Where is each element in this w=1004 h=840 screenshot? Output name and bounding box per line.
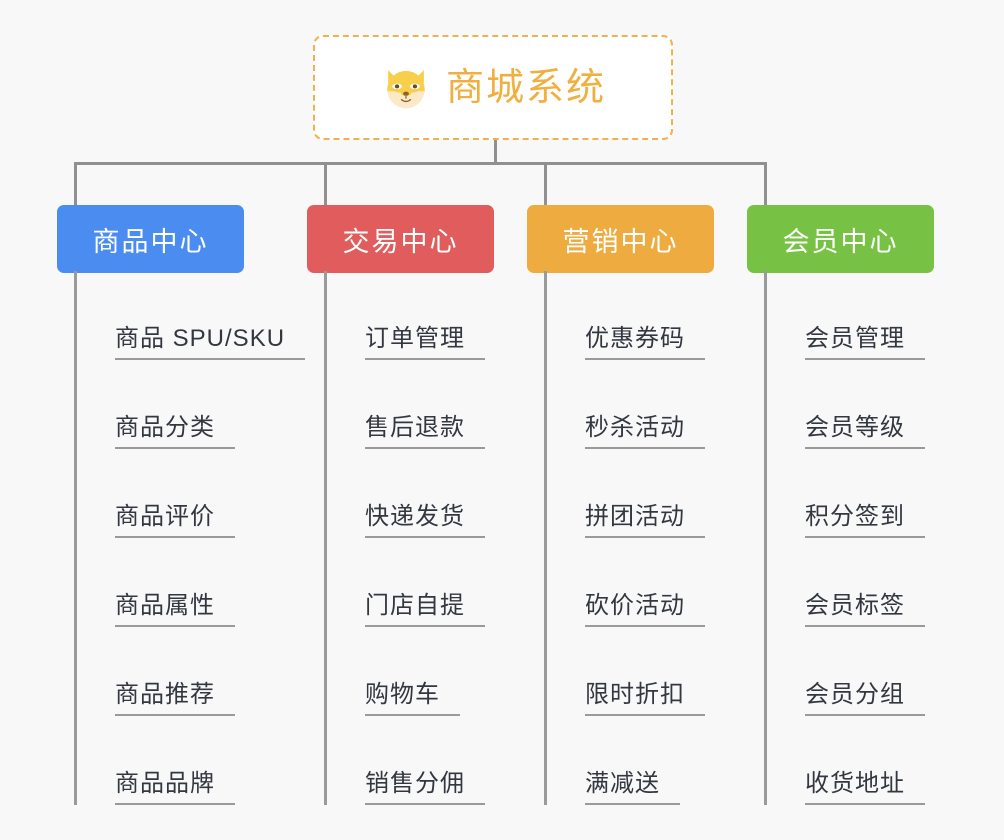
connector-horizontal-bus: [74, 162, 767, 165]
leaf-label: 快递发货: [365, 503, 485, 538]
leaf-item[interactable]: 售后退款: [327, 360, 485, 449]
category-label-trade-center: 交易中心: [342, 226, 459, 257]
leaf-label: 商品 SPU/SKU: [115, 325, 306, 360]
leaf-item[interactable]: 秒杀活动: [547, 360, 705, 449]
leaf-item[interactable]: 商品属性: [77, 538, 235, 627]
leaf-label: 拼团活动: [585, 503, 705, 538]
leaf-item[interactable]: 会员等级: [767, 360, 925, 449]
leaf-label: 商品属性: [115, 592, 235, 627]
category-label-member-center: 会员中心: [782, 226, 899, 257]
leaf-label: 砍价活动: [585, 592, 705, 627]
leaf-label: 积分签到: [805, 503, 925, 538]
category-label-marketing-center: 营销中心: [562, 226, 679, 257]
leaf-label: 会员管理: [805, 325, 925, 360]
leaf-item[interactable]: 会员管理: [767, 271, 925, 360]
leaf-item[interactable]: 收货地址: [767, 716, 925, 805]
leaf-label: 购物车: [365, 681, 460, 716]
leaf-item[interactable]: 商品评价: [77, 449, 235, 538]
connector-drop-marketing-center: [544, 162, 547, 205]
leaf-item[interactable]: 销售分佣: [327, 716, 485, 805]
leaf-item[interactable]: 门店自提: [327, 538, 485, 627]
leaf-item[interactable]: 商品分类: [77, 360, 235, 449]
leaf-item[interactable]: 订单管理: [327, 271, 485, 360]
shiba-dog-face-icon: [387, 69, 425, 108]
connector-drop-member-center: [764, 162, 767, 205]
leaf-label: 会员分组: [805, 681, 925, 716]
leaf-spine-member-center: [764, 271, 767, 805]
leaf-item[interactable]: 商品 SPU/SKU: [77, 271, 306, 360]
leaf-item[interactable]: 积分签到: [767, 449, 925, 538]
leaf-label: 秒杀活动: [585, 414, 705, 449]
leaf-label: 会员标签: [805, 592, 925, 627]
leaf-item[interactable]: 快递发货: [327, 449, 485, 538]
leaf-label: 会员等级: [805, 414, 925, 449]
connector-root-trunk: [494, 140, 497, 165]
leaf-item[interactable]: 砍价活动: [547, 538, 705, 627]
category-box-member-center[interactable]: 会员中心: [747, 205, 934, 273]
connector-drop-product-center: [74, 162, 77, 205]
leaf-label: 商品推荐: [115, 681, 235, 716]
leaf-label: 商品评价: [115, 503, 235, 538]
leaf-label: 优惠券码: [585, 325, 705, 360]
leaf-item[interactable]: 会员标签: [767, 538, 925, 627]
leaf-item[interactable]: 限时折扣: [547, 627, 705, 716]
leaf-label: 满减送: [585, 770, 680, 805]
leaf-item[interactable]: 优惠券码: [547, 271, 705, 360]
leaf-item[interactable]: 商品品牌: [77, 716, 235, 805]
category-label-product-center: 商品中心: [92, 226, 209, 257]
leaf-item[interactable]: 商品推荐: [77, 627, 235, 716]
connector-drop-trade-center: [324, 162, 327, 205]
root-title: 商城系统: [445, 66, 606, 109]
leaf-item[interactable]: 满减送: [547, 716, 680, 805]
category-box-marketing-center[interactable]: 营销中心: [527, 205, 714, 273]
leaf-spine-product-center: [74, 271, 77, 805]
leaf-label: 门店自提: [365, 592, 485, 627]
leaf-spine-marketing-center: [544, 271, 547, 805]
leaf-label: 收货地址: [805, 770, 925, 805]
leaf-item[interactable]: 拼团活动: [547, 449, 705, 538]
leaf-label: 商品分类: [115, 414, 235, 449]
leaf-item[interactable]: 购物车: [327, 627, 460, 716]
leaf-label: 销售分佣: [365, 770, 485, 805]
leaf-label: 售后退款: [365, 414, 485, 449]
category-box-trade-center[interactable]: 交易中心: [307, 205, 494, 273]
root-node-content: 商城系统: [380, 62, 606, 114]
leaf-item[interactable]: 会员分组: [767, 627, 925, 716]
category-box-product-center[interactable]: 商品中心: [57, 205, 244, 273]
leaf-label: 限时折扣: [585, 681, 705, 716]
leaf-label: 订单管理: [365, 325, 485, 360]
leaf-label: 商品品牌: [115, 770, 235, 805]
leaf-spine-trade-center: [324, 271, 327, 805]
root-node[interactable]: 商城系统: [313, 35, 673, 140]
